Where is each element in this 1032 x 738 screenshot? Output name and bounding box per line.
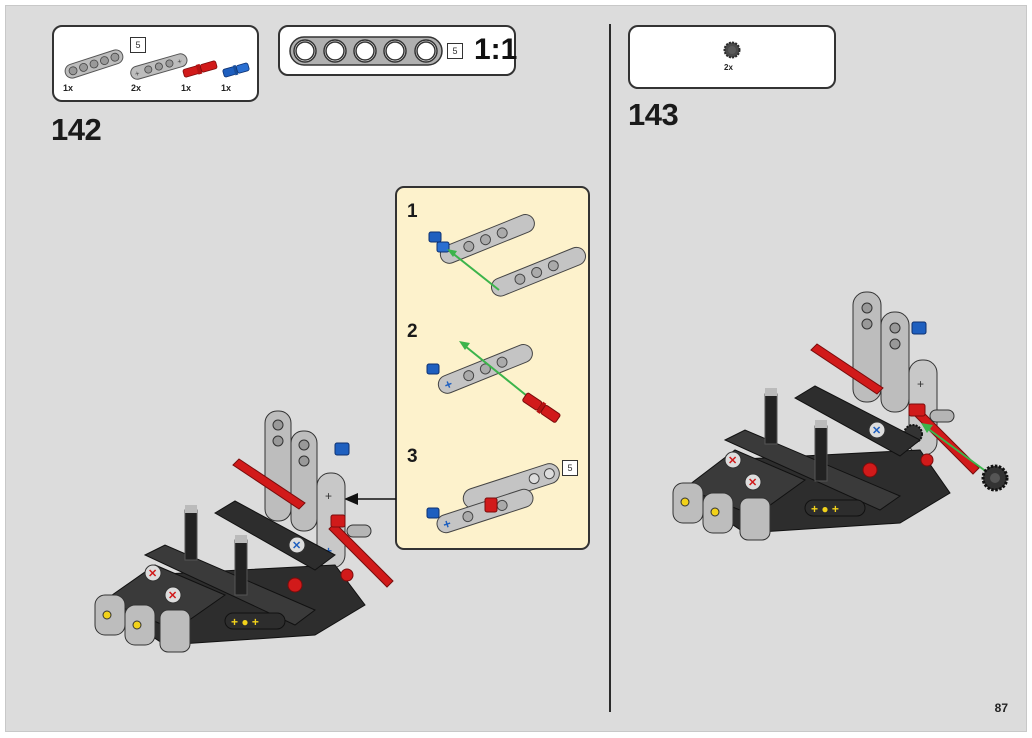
svg-text:+ ● +: + ● + — [231, 615, 259, 629]
part-quantity: 2x — [724, 63, 733, 72]
substeps-callout: 1 2 + 3 5 — [395, 186, 590, 550]
svg-text:✕: ✕ — [872, 425, 881, 437]
step-143-model-illustration: + ✕ ✕ ✕ + ● + — [672, 291, 1009, 541]
part-quantity: 1x — [63, 83, 74, 93]
scale-label: 1:1 — [474, 33, 518, 66]
length-tag: 5 — [447, 43, 463, 59]
substep-2-illustration: + — [426, 341, 561, 423]
svg-text:✕: ✕ — [728, 455, 737, 467]
page-divider — [609, 24, 611, 712]
length-tag: 5 — [562, 460, 578, 476]
svg-text:+: + — [176, 57, 183, 67]
substep-number: 3 — [407, 446, 418, 467]
part-quantity: 1x — [221, 83, 232, 93]
substep-number: 1 — [407, 201, 418, 222]
beam-axle-holes-icon: + + — [130, 53, 188, 80]
part-quantity: 1x — [181, 83, 192, 93]
beam-1-to-1-icon — [289, 36, 443, 66]
svg-text:+: + — [325, 489, 332, 503]
parts-list-box-143: 2x — [628, 25, 836, 89]
substep-1-illustration — [428, 214, 587, 297]
step-number-143: 143 — [628, 97, 679, 132]
red-axle-pin-icon — [182, 60, 218, 78]
step-number-142: 142 — [51, 112, 102, 147]
svg-text:✕: ✕ — [148, 568, 157, 580]
svg-text:✕: ✕ — [292, 540, 301, 552]
svg-text:✕: ✕ — [168, 590, 177, 602]
length-tag: 5 — [130, 37, 146, 53]
substep-3-illustration: + — [426, 463, 560, 534]
gear-icon — [723, 41, 741, 59]
step-142-model-illustration: + + ✕ ✕ ✕ + ● + — [94, 410, 394, 653]
svg-text:+: + — [917, 377, 924, 391]
svg-text:✕: ✕ — [748, 477, 757, 489]
svg-text:+: + — [134, 69, 141, 79]
svg-text:+ ● +: + ● + — [811, 502, 839, 516]
callout-pointer-arrow — [344, 493, 396, 505]
scale-reference-box: 5 1:1 — [278, 25, 518, 76]
beam-5-icon — [64, 49, 124, 79]
blue-pin-icon — [222, 62, 250, 78]
page-number: 87 — [994, 701, 1008, 715]
part-quantity: 2x — [131, 83, 142, 93]
substep-number: 2 — [407, 321, 418, 342]
parts-list-box-142: 1x + + 5 2x 1x 1x — [52, 25, 259, 102]
